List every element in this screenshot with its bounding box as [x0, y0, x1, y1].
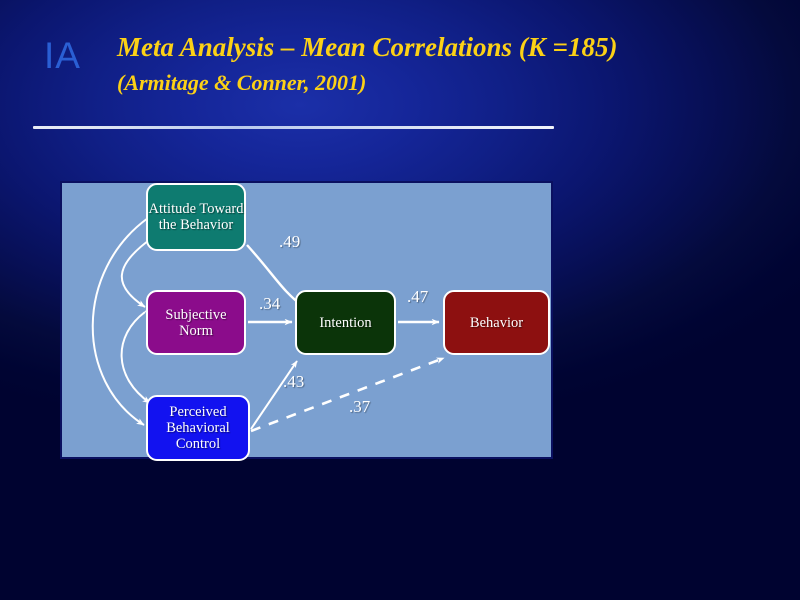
coefficient-intention-behavior: .47 [407, 287, 429, 306]
coefficient-pbc-intention: .43 [283, 372, 305, 391]
node-behavior[interactable]: Behavior [443, 290, 550, 355]
page-title: Meta Analysis – Mean Correlations (K =18… [117, 32, 618, 62]
node-intention[interactable]: Intention [295, 290, 396, 355]
title-block: Meta Analysis – Mean Correlations (K =18… [117, 30, 777, 98]
diagram-connectors [91, 211, 445, 433]
ia-logo: IA [44, 35, 81, 76]
page-subtitle-citation: (Armitage & Conner, 2001) [117, 70, 367, 95]
coefficient-norm-intention: .34 [259, 294, 281, 313]
arrow-norm-pbc [120, 304, 153, 404]
node-subjective-norm[interactable]: Subjective Norm [146, 290, 246, 355]
arrow-attitude-norm [120, 231, 160, 308]
node-perceived-behavioral-control[interactable]: Perceived Behavioral Control [146, 395, 250, 461]
header-divider [33, 126, 554, 129]
arrow-attitude-pbc [91, 211, 156, 426]
coefficient-pbc-behavior: .37 [349, 397, 371, 416]
arrow-pbc-behavior [250, 356, 445, 433]
arrow-pbc-intention [250, 360, 298, 430]
node-attitude[interactable]: Attitude Toward the Behavior [146, 183, 246, 251]
coefficient-attitude-intention: .49 [279, 232, 301, 251]
